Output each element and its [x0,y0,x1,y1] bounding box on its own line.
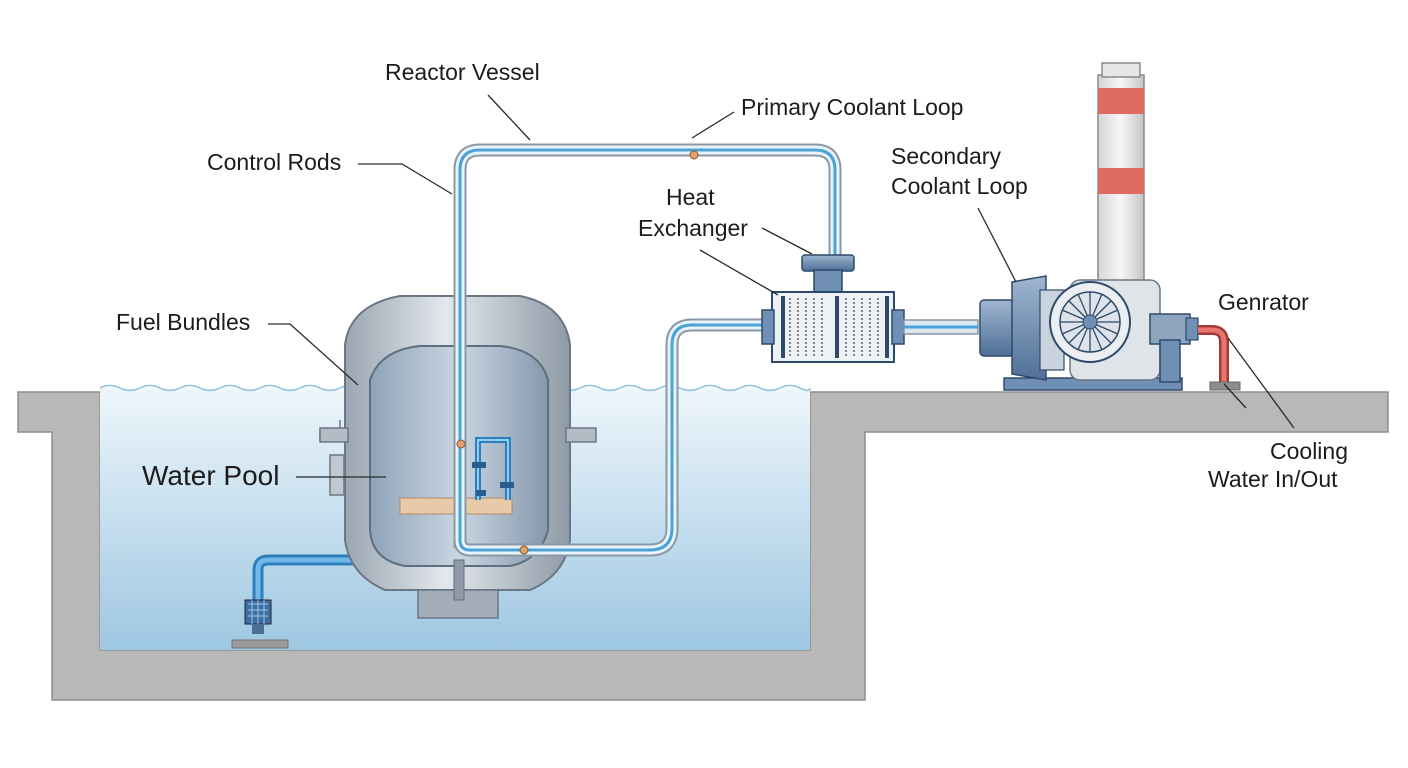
control-rod-drive [472,437,514,500]
leader-lines [268,94,1295,478]
cooling-water-pipe [1198,325,1241,391]
label-secondary-coolant-loop-1: Secondary [891,143,1001,169]
label-fuel-bundles: Fuel Bundles [116,309,250,335]
label-cooling-water-2: Water In/Out [1208,466,1338,492]
label-primary-coolant-loop: Primary Coolant Loop [741,94,963,120]
turbine-icon [1049,279,1199,383]
label-heat-exchanger-2: Exchanger [638,215,748,241]
label-control-rods: Control Rods [207,149,341,175]
secondary-coolant-pipe [903,319,979,335]
label-secondary-coolant-loop-2: Coolant Loop [891,173,1028,199]
label-heat-exchanger-1: Heat [666,184,715,210]
label-reactor-vessel: Reactor Vessel [385,59,540,85]
primary-coolant-pipe [453,143,842,557]
label-water-pool: Water Pool [142,460,279,491]
heat-exchanger-icon [761,254,905,363]
diagram-labels: Reactor Vessel Primary Coolant Loop Cont… [116,59,1348,492]
label-cooling-water-1: Cooling [1270,438,1348,464]
label-generator: Genrator [1218,289,1309,315]
